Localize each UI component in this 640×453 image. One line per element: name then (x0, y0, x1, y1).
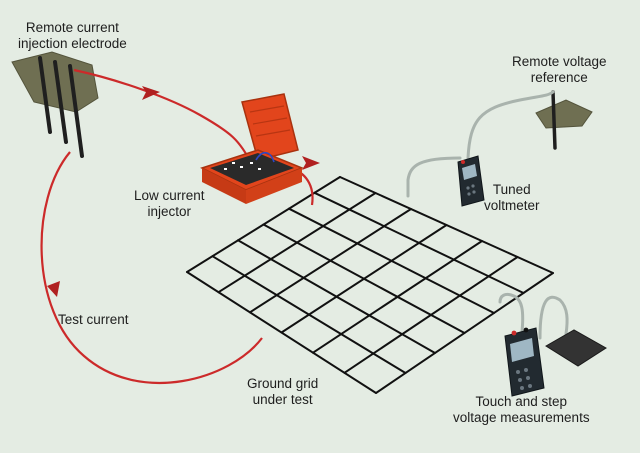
label-remote-current-electrode: Remote current injection electrode (18, 20, 127, 51)
grid-lead (406, 156, 462, 198)
contact-plate-icon (545, 329, 607, 367)
arrow-right (302, 156, 320, 170)
injector-case-icon (200, 93, 305, 204)
label-remote-voltage-reference: Remote voltage reference (512, 54, 607, 85)
step-meter-body (504, 327, 545, 397)
label-touch-step: Touch and step voltage measurements (453, 394, 590, 425)
arrow-test-current (47, 281, 60, 297)
touch-lead-b (538, 295, 569, 340)
current-wire-to-injector (73, 68, 253, 166)
step-meter-jack-black (523, 327, 529, 333)
grid-line (288, 207, 495, 314)
reference-ground-patch (535, 99, 593, 129)
remote-voltage-reference (535, 90, 593, 150)
injector-lid-rib (249, 105, 291, 137)
step-meter-buttons (516, 368, 532, 390)
step-meter-jack-red (511, 330, 517, 336)
injector-base-side (202, 168, 246, 204)
label-tuned-voltmeter: Tuned voltmeter (484, 182, 540, 213)
reference-lead (466, 90, 555, 160)
injector-controls (224, 162, 261, 170)
injector-lid (241, 93, 299, 161)
probe-wires (406, 90, 569, 340)
step-meter-display (510, 338, 534, 362)
remote-current-electrode (11, 51, 99, 158)
voltmeter-jack-red (461, 160, 465, 164)
label-low-current-injector: Low current injector (134, 188, 205, 219)
direction-arrow-icon (47, 86, 320, 297)
voltmeter-display (462, 164, 477, 180)
label-ground-grid: Ground grid under test (247, 376, 319, 407)
ground-rod-icon (38, 56, 84, 158)
electrode-ground-patch (11, 51, 99, 113)
arrow-upper (142, 86, 160, 100)
current-return-loop (40, 151, 263, 385)
grid-line (339, 176, 554, 274)
voltmeter-icon (504, 327, 545, 397)
ground-grid (186, 176, 554, 394)
grid-line (343, 256, 519, 374)
touch-lead-a (498, 292, 525, 334)
voltmeter-buttons (466, 184, 476, 196)
injector-base-front (246, 168, 302, 204)
injector-leads (255, 151, 275, 163)
label-test-current: Test current (58, 312, 129, 327)
voltmeter-icon (457, 155, 485, 207)
grid-line (375, 272, 554, 394)
ground-rod-icon (551, 90, 557, 150)
